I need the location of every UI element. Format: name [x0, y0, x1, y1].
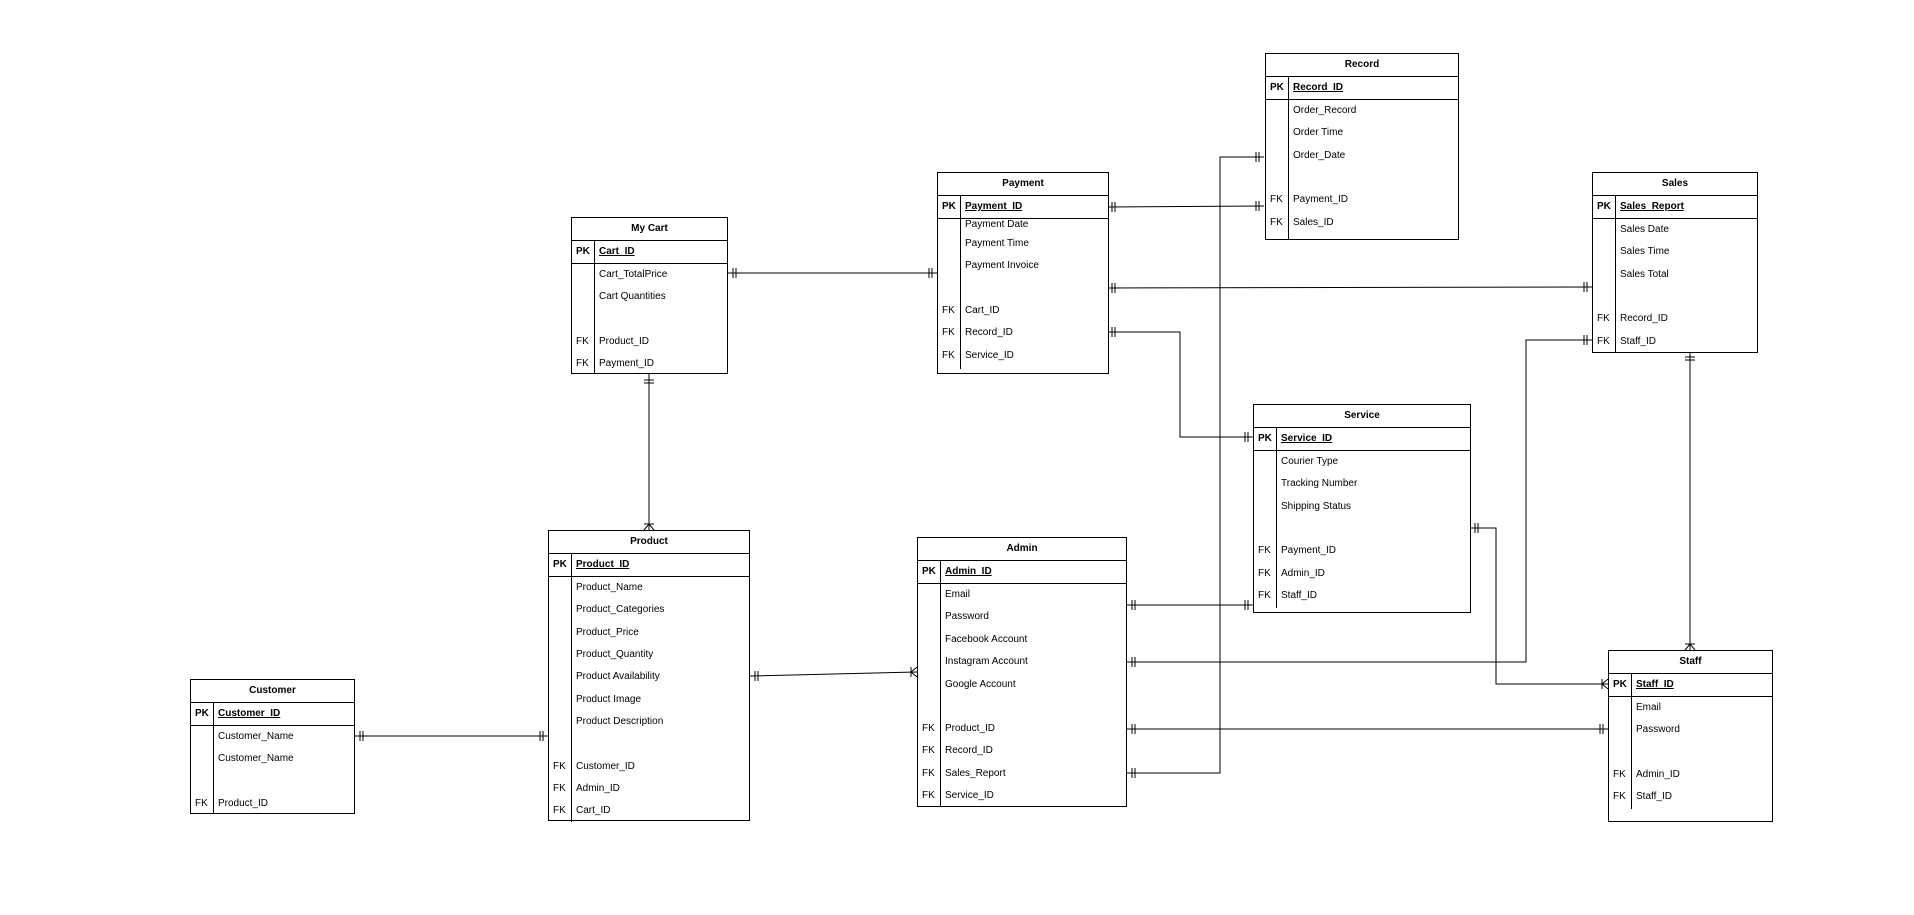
attribute: Order Time [1293, 127, 1344, 138]
primary-key-name: Product_ID [576, 559, 630, 570]
primary-key-row: PK Customer_ID [191, 703, 354, 726]
attribute: Shipping Status [1281, 501, 1352, 512]
attribute: Customer_Name [218, 731, 294, 742]
rel-service-staff [1470, 527, 1608, 685]
foreign-key: Cart_ID [576, 805, 611, 816]
primary-key-row: PK Payment_ID [938, 196, 1108, 219]
attribute: Product Availability [576, 671, 660, 682]
entity-title: Customer [191, 680, 354, 703]
attribute: Order_Date [1293, 150, 1346, 161]
entity-record[interactable]: Record PK Record_ID Order_Record Order T… [1265, 53, 1459, 240]
attribute: Product_Quantity [576, 649, 654, 660]
entity-customer[interactable]: Customer PK Customer_ID Customer_Name Cu… [190, 679, 355, 814]
attribute: Product_Price [576, 627, 639, 638]
attribute: Cart_TotalPrice [599, 269, 668, 280]
primary-key-name: Sales_Report [1620, 201, 1684, 212]
rel-product-admin [749, 671, 918, 677]
attribute: Customer_Name [218, 753, 294, 764]
attribute: Payment Date [965, 219, 1029, 230]
entity-product[interactable]: Product PK Product_ID Product_Name Produ… [548, 530, 750, 822]
primary-key-row: PK Admin_ID [918, 561, 1126, 584]
foreign-key: Staff_ID [1281, 590, 1317, 601]
primary-key-row: PK Sales_Report [1593, 196, 1757, 219]
attribute: Tracking Number [1281, 478, 1358, 489]
foreign-key: Product_ID [599, 336, 650, 347]
entity-title: Staff [1609, 651, 1772, 674]
primary-key-row: PK Staff_ID [1609, 674, 1772, 697]
attribute: Cart Quantities [599, 291, 666, 302]
attribute: Email [1636, 702, 1662, 713]
entity-my-cart[interactable]: My Cart PK Cart_ID Cart_TotalPrice Cart … [571, 217, 728, 374]
foreign-key: Customer_ID [576, 761, 635, 772]
primary-key-row: PK Product_ID [549, 554, 749, 577]
entity-staff[interactable]: Staff PK Staff_ID Email Password FK Admi… [1608, 650, 1773, 822]
attribute: Email [945, 589, 971, 600]
foreign-key: Admin_ID [1281, 568, 1325, 579]
foreign-key: Admin_ID [1636, 769, 1680, 780]
attribute: Sales Time [1620, 246, 1670, 257]
foreign-key: Staff_ID [1620, 336, 1656, 347]
foreign-key: Sales_Report [945, 768, 1006, 779]
primary-key-name: Record_ID [1293, 82, 1344, 93]
attribute: Product Image [576, 694, 642, 705]
attribute: Order_Record [1293, 105, 1357, 116]
foreign-key: Payment_ID [1293, 194, 1349, 205]
attribute: Sales Date [1620, 224, 1669, 235]
primary-key-name: Staff_ID [1636, 679, 1674, 690]
entity-service[interactable]: Service PK Service_ID Courier Type Track… [1253, 404, 1471, 613]
entity-title: My Cart [572, 218, 727, 241]
foreign-key: Product_ID [218, 798, 269, 809]
foreign-key: Sales_ID [1293, 217, 1334, 228]
foreign-key: Record_ID [1620, 313, 1668, 324]
foreign-key: Payment_ID [1281, 545, 1337, 556]
rel-payment-record [1106, 205, 1265, 208]
primary-key-name: Payment_ID [965, 201, 1023, 212]
attribute: Sales Total [1620, 269, 1669, 280]
entity-admin[interactable]: Admin PK Admin_ID Email Password Faceboo… [917, 537, 1127, 807]
primary-key-row: PK Cart_ID [572, 241, 727, 264]
entity-sales[interactable]: Sales PK Sales_Report Sales Date Sales T… [1592, 172, 1758, 353]
foreign-key: Admin_ID [576, 783, 620, 794]
primary-key-name: Admin_ID [945, 566, 992, 577]
foreign-key: Product_ID [945, 723, 996, 734]
entity-title: Admin [918, 538, 1126, 561]
attribute: Password [1636, 724, 1680, 735]
primary-key-name: Cart_ID [599, 246, 635, 257]
attribute: Payment Invoice [965, 260, 1039, 271]
rel-payment-sales [1106, 286, 1593, 289]
attribute: Courier Type [1281, 456, 1339, 467]
foreign-key: Payment_ID [599, 358, 655, 369]
primary-key-row: PK Record_ID [1266, 77, 1458, 100]
entity-title: Record [1266, 54, 1458, 77]
attribute: Instagram Account [945, 656, 1028, 667]
entity-title: Sales [1593, 173, 1757, 196]
primary-key-row: PK Service_ID [1254, 428, 1470, 451]
attribute: Facebook Account [945, 634, 1028, 645]
foreign-key: Service_ID [965, 350, 1014, 361]
entity-title: Payment [938, 173, 1108, 196]
entity-title: Service [1254, 405, 1470, 428]
attribute: Password [945, 611, 989, 622]
entity-title: Product [549, 531, 749, 554]
foreign-key: Cart_ID [965, 305, 1000, 316]
rel-payment-service [1107, 331, 1253, 438]
primary-key-name: Customer_ID [218, 708, 281, 719]
foreign-key: Record_ID [965, 327, 1013, 338]
attribute: Product_Categories [576, 604, 665, 615]
foreign-key: Service_ID [945, 790, 994, 801]
primary-key-name: Service_ID [1281, 433, 1333, 444]
attribute: Payment Time [965, 238, 1029, 249]
foreign-key: Staff_ID [1636, 791, 1672, 802]
attribute: Product Description [576, 716, 664, 727]
attribute: Google Account [945, 679, 1016, 690]
foreign-key: Record_ID [945, 745, 993, 756]
entity-payment[interactable]: Payment PK Payment_ID Payment Date Payme… [937, 172, 1109, 374]
rel-admin-sales [1127, 339, 1592, 663]
attribute: Product_Name [576, 582, 643, 593]
rel-admin-record [1127, 156, 1264, 774]
